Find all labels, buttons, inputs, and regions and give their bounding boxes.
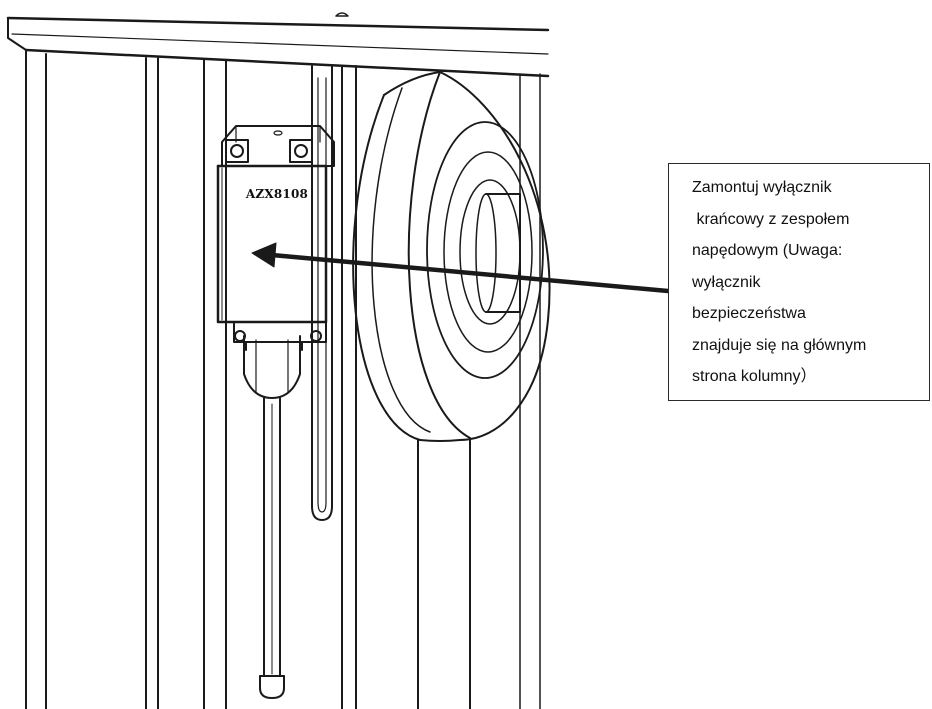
callout-line: napędowym (Uwaga: xyxy=(692,242,843,259)
switch-model-label: AZX8108 xyxy=(245,187,309,201)
leader-arrow xyxy=(251,242,671,294)
column-frame xyxy=(45,53,541,709)
callout-line: bezpieczeństwa xyxy=(692,305,806,322)
callout-line: wyłącznik xyxy=(692,273,761,291)
drive-pulley xyxy=(352,71,551,709)
limit-switch xyxy=(216,125,335,699)
callout-line: strona kolumny） xyxy=(692,368,817,385)
guide-slot-bar xyxy=(311,65,333,521)
callout-box: Zamontuj wyłącznik krańcowy z zespołem n… xyxy=(668,163,930,401)
callout-line: krańcowy z zespołem xyxy=(692,210,850,228)
callout-line: Zamontuj wyłącznik xyxy=(692,179,832,196)
top-frame-beam xyxy=(6,12,550,709)
callout-line: znajduje się na głównym xyxy=(692,336,867,354)
